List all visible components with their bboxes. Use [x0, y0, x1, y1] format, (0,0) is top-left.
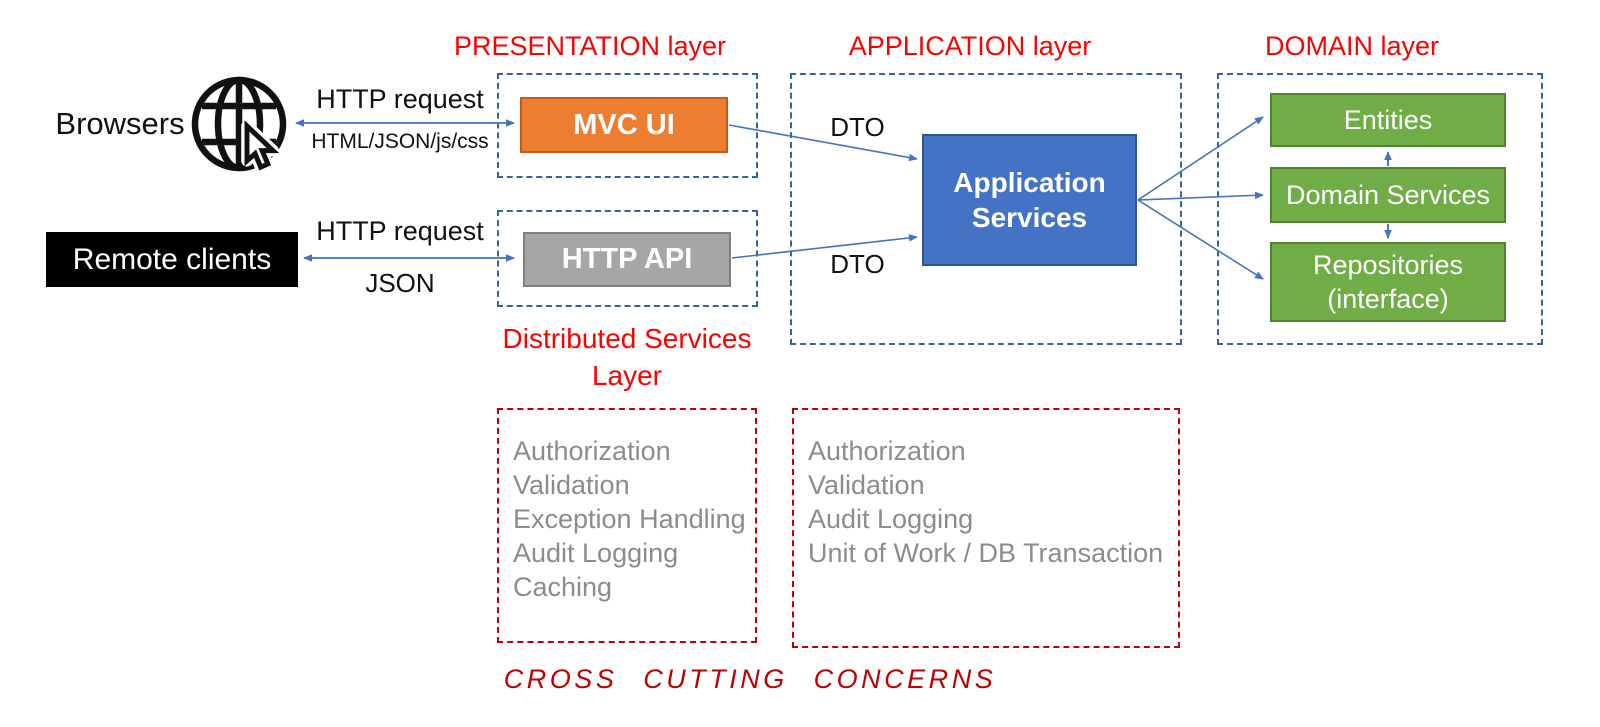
application-services-line1: Application — [953, 167, 1106, 198]
domain-layer-title: DOMAIN layer — [1264, 31, 1440, 61]
application-services-node: Application Services — [922, 134, 1137, 266]
globe-icon — [191, 76, 287, 172]
list-item: Authorization — [513, 436, 671, 466]
cursor-icon — [241, 120, 280, 173]
dto-label-bottom: DTO — [830, 249, 885, 279]
mvc-ui-node: MVC UI — [520, 97, 728, 153]
remote-clients-node: Remote clients — [46, 232, 298, 287]
http-api-node: HTTP API — [523, 232, 731, 287]
browser-response-label: HTML/JSON/js/css — [311, 130, 489, 153]
list-item: Authorization — [808, 436, 966, 466]
list-item: Validation — [513, 470, 630, 500]
domain-services-node: Domain Services — [1270, 167, 1506, 223]
list-item: Exception Handling — [513, 504, 746, 534]
application-concerns-list: Authorization Validation Audit Logging U… — [808, 434, 1163, 570]
browsers-label: Browsers — [55, 106, 185, 141]
distributed-services-caption: Distributed Services Layer — [457, 320, 797, 394]
distributed-concerns-list: Authorization Validation Exception Handl… — [513, 434, 746, 604]
browser-request-label: HTTP request — [316, 84, 484, 114]
list-item: Audit Logging — [808, 504, 974, 534]
list-item: Audit Logging — [513, 538, 679, 568]
distributed-services-caption-line1: Distributed Services — [502, 323, 752, 354]
list-item: Unit of Work / DB Transaction — [808, 538, 1164, 568]
list-item: Validation — [808, 470, 925, 500]
repositories-line2: (interface) — [1327, 284, 1449, 314]
dto-label-top: DTO — [830, 112, 885, 142]
distributed-services-caption-line2: Layer — [591, 360, 663, 391]
cross-cutting-box-distributed — [497, 408, 757, 643]
cross-cutting-concerns-footer: CROSS CUTTING CONCERNS — [503, 664, 997, 694]
client-request-label: HTTP request — [316, 216, 484, 246]
list-item: Caching — [513, 572, 613, 602]
repositories-node: Repositories (interface) — [1270, 242, 1506, 322]
client-response-label: JSON — [365, 268, 435, 298]
entities-node: Entities — [1270, 93, 1506, 147]
application-layer-title: APPLICATION layer — [848, 31, 1092, 61]
presentation-layer-title: PRESENTATION layer — [453, 31, 727, 61]
application-services-line2: Services — [971, 202, 1088, 233]
repositories-line1: Repositories — [1312, 250, 1464, 280]
cross-cutting-box-application — [792, 408, 1180, 648]
